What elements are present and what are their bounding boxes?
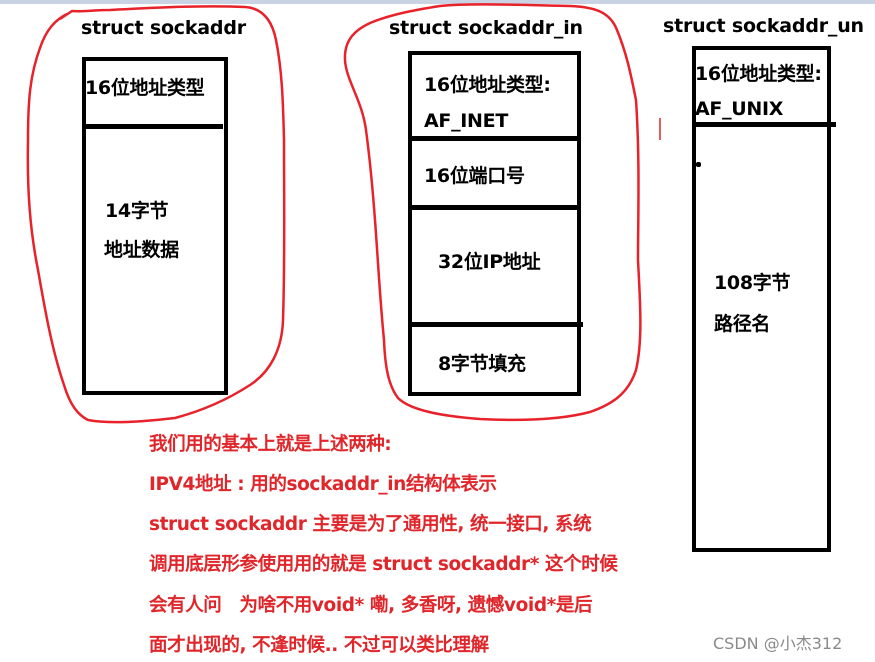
sockaddr-un-divider bbox=[696, 122, 836, 127]
sockaddr-title: struct sockaddr bbox=[81, 17, 246, 39]
sockaddr-data-field-line1: 14字节 bbox=[105, 200, 169, 222]
sockaddr-in-divider-3 bbox=[412, 322, 583, 327]
sockaddr-in-family-line2: AF_INET bbox=[424, 110, 508, 132]
top-edge-bar bbox=[0, 0, 875, 4]
note-line-6: 面才出现的, 不逢时候.. 不过可以类比理解 bbox=[149, 635, 489, 656]
sockaddr-un-family-line1: 16位地址类型: bbox=[695, 63, 822, 85]
sockaddr-in-box bbox=[408, 51, 581, 396]
sockaddr-in-title: struct sockaddr_in bbox=[389, 17, 583, 39]
sockaddr-family-field: 16位地址类型 bbox=[85, 77, 205, 99]
sockaddr-in-family-line1: 16位地址类型: bbox=[424, 74, 551, 96]
sockaddr-divider bbox=[86, 124, 223, 129]
stray-mark bbox=[696, 162, 701, 167]
sockaddr-data-field-line2: 地址数据 bbox=[104, 239, 179, 261]
sockaddr-un-family-line2: AF_UNIX bbox=[695, 98, 784, 120]
sockaddr-un-title: struct sockaddr_un bbox=[663, 15, 864, 37]
note-line-4: 调用底层形参使用用的就是 struct sockaddr* 这个时候 bbox=[149, 554, 618, 575]
sockaddr-in-port-field: 16位端口号 bbox=[424, 165, 525, 187]
note-line-2: IPV4地址 : 用的sockaddr_in结构体表示 bbox=[149, 474, 497, 495]
sockaddr-un-box bbox=[692, 46, 831, 552]
sockaddr-in-divider-1 bbox=[412, 136, 577, 141]
note-line-3: struct sockaddr 主要是为了通用性, 统一接口, 系统 bbox=[149, 514, 592, 535]
sockaddr-un-path-line2: 路径名 bbox=[714, 313, 771, 335]
note-line-5: 会有人问 为啥不用void* 嘞, 多香呀, 遗憾void*是后 bbox=[149, 595, 593, 616]
sockaddr-box bbox=[82, 57, 228, 395]
sockaddr-un-path-line1: 108字节 bbox=[714, 272, 791, 294]
sockaddr-in-padding-field: 8字节填充 bbox=[438, 353, 526, 375]
note-line-1: 我们用的基本上就是上述两种: bbox=[149, 434, 392, 455]
sockaddr-in-divider-2 bbox=[412, 205, 581, 210]
csdn-watermark: CSDN @小杰312 bbox=[713, 634, 843, 653]
sockaddr-in-ip-field: 32位IP地址 bbox=[438, 251, 541, 273]
